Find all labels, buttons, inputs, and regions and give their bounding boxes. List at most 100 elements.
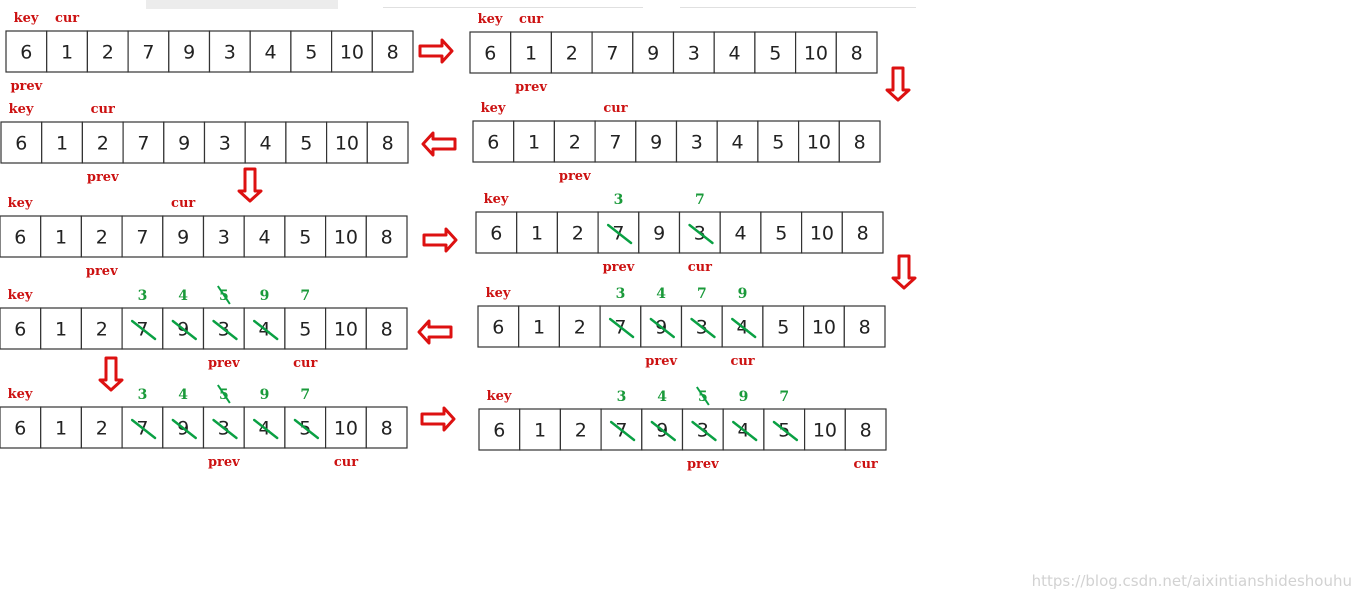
watermark: https://blog.csdn.net/aixintianshideshou… (1031, 572, 1352, 590)
cell-value: 2 (96, 227, 108, 249)
strike-mark (252, 319, 279, 341)
cell-value: 10 (334, 227, 358, 249)
strike-mark (609, 420, 636, 442)
array-cell (365, 215, 408, 258)
key-label: key (8, 387, 33, 402)
cur-label: cur (730, 354, 754, 369)
array-cell (244, 121, 287, 164)
array-cell (632, 31, 675, 74)
swap-note: 3 (614, 192, 624, 208)
array-cell (713, 31, 756, 74)
cell-value: 5 (300, 133, 312, 155)
array-cell (516, 211, 559, 254)
cell-value: 9 (178, 133, 190, 155)
array-cell (803, 408, 846, 451)
cell-value: 2 (566, 43, 578, 65)
array-cell (519, 408, 562, 451)
array-cell (558, 305, 601, 348)
cell-value: 2 (102, 42, 114, 64)
strike-mark (171, 418, 198, 440)
prev-label: prev (10, 79, 42, 94)
strike-mark (691, 420, 717, 442)
cell-value: 10 (804, 43, 828, 65)
array-cell (754, 31, 797, 74)
cur-label: cur (171, 196, 195, 211)
array-cell (365, 406, 408, 449)
swap-note: 7 (300, 387, 310, 403)
strike-mark (608, 317, 635, 339)
step-10: 61279345108keycurprev34597 (478, 386, 887, 472)
cell-value: 5 (299, 319, 311, 341)
strike-mark (130, 319, 157, 341)
cell-value: 5 (305, 42, 317, 64)
cell-value: 7 (606, 43, 618, 65)
cell-value: 10 (340, 42, 364, 64)
arrow-down-icon (880, 66, 916, 102)
array-cell (0, 406, 42, 449)
array-cell (46, 30, 89, 73)
cell-value: 1 (55, 418, 67, 440)
strike-mark (731, 317, 757, 339)
array-cell (325, 406, 367, 449)
cur-label: cur (293, 356, 317, 371)
cur-label: cur (519, 12, 543, 27)
swap-note: 3 (616, 286, 626, 302)
cell-value: 8 (859, 317, 871, 339)
key-label: key (8, 288, 33, 303)
cell-value: 8 (854, 132, 866, 154)
swap-note: 4 (178, 387, 188, 403)
prev-label: prev (645, 354, 677, 369)
arrow-down-icon (886, 254, 922, 290)
cell-value: 1 (61, 42, 73, 64)
cell-value: 2 (572, 223, 584, 245)
cell-value: 6 (492, 317, 504, 339)
key-label: key (478, 12, 503, 27)
prev-label: prev (515, 80, 547, 95)
cell-value: 5 (775, 223, 787, 245)
cur-label: cur (55, 11, 79, 26)
swap-note: 9 (260, 288, 270, 304)
swap-note: 3 (138, 387, 148, 403)
array-cell (844, 408, 887, 451)
array-cell (371, 30, 414, 73)
step-9: 61279345108keycurprev34597 (0, 384, 408, 470)
top-divider-mid (383, 7, 643, 8)
swap-note: 3 (138, 288, 148, 304)
cell-value: 3 (691, 132, 703, 154)
cell-value: 1 (534, 420, 546, 442)
cell-value: 6 (484, 43, 496, 65)
cell-value: 2 (97, 133, 109, 155)
array-cell (675, 120, 718, 163)
cell-value: 1 (531, 223, 543, 245)
array-cell (326, 121, 368, 164)
array-cell (469, 31, 512, 74)
array-cell (202, 215, 245, 258)
array-cell (835, 31, 878, 74)
cell-value: 8 (381, 319, 393, 341)
array-cell (0, 121, 43, 164)
array-cell (594, 120, 637, 163)
cell-value: 2 (574, 317, 586, 339)
cell-value: 5 (769, 43, 781, 65)
strike-mark (688, 223, 714, 245)
cell-value: 8 (387, 42, 399, 64)
cell-value: 9 (177, 227, 189, 249)
arrow-right-icon (418, 33, 454, 69)
strike-mark (649, 317, 675, 339)
prev-label: prev (559, 169, 591, 184)
array-cell (802, 305, 845, 348)
array-cell (672, 31, 715, 74)
prev-label: prev (687, 457, 719, 472)
swap-note: 7 (697, 286, 707, 302)
array-cell (202, 406, 245, 449)
array-cell (81, 121, 124, 164)
cell-value: 10 (335, 133, 359, 155)
swap-note-strike (696, 386, 710, 406)
cur-label: cur (91, 102, 115, 117)
cell-value: 1 (533, 317, 545, 339)
swap-note: 9 (260, 387, 270, 403)
array-cell (757, 120, 800, 163)
